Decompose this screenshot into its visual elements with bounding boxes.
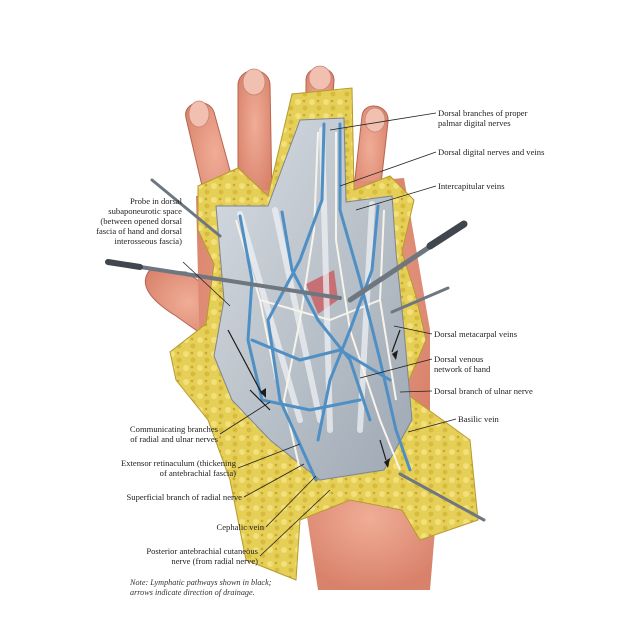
lymphatic-pathways bbox=[227, 329, 401, 461]
label-probe: Probe in dorsal subaponeurotic space (be… bbox=[96, 196, 182, 246]
label-extensor-retinaculum: Extensor retinaculum (thickening of ante… bbox=[120, 458, 236, 478]
label-dorsal-digital-nerves-veins: Dorsal digital nerves and veins bbox=[438, 147, 545, 157]
label-cephalic-vein: Cephalic vein bbox=[216, 522, 265, 532]
interosseous-window bbox=[306, 270, 338, 314]
label-posterior-antebrachial: Posterior antebrachial cutaneous nerve (… bbox=[146, 546, 258, 566]
label-dorsal-venous-network: Dorsal venous network of hand bbox=[434, 354, 491, 374]
dorsal-veins bbox=[238, 122, 412, 482]
label-superficial-radial: Superficial branch of radial nerve bbox=[126, 492, 242, 502]
label-communicating-branches: Communicating branches of radial and uln… bbox=[129, 424, 218, 444]
fingernails bbox=[188, 65, 386, 133]
figure-note: Note: Lymphatic pathways shown in black;… bbox=[130, 578, 272, 597]
label-dorsal-branches-proper-palmar: Dorsal branches of proper palmar digital… bbox=[438, 108, 528, 128]
probe-instruments bbox=[105, 178, 486, 522]
label-dorsal-branch-ulnar: Dorsal branch of ulnar nerve bbox=[434, 386, 533, 396]
leader-lines bbox=[182, 112, 457, 557]
drainage-arrows bbox=[260, 350, 398, 468]
label-intercapitular-veins: Intercapitular veins bbox=[438, 181, 505, 191]
label-dorsal-metacarpal-veins: Dorsal metacarpal veins bbox=[434, 329, 518, 339]
label-basilic-vein: Basilic vein bbox=[458, 414, 499, 424]
